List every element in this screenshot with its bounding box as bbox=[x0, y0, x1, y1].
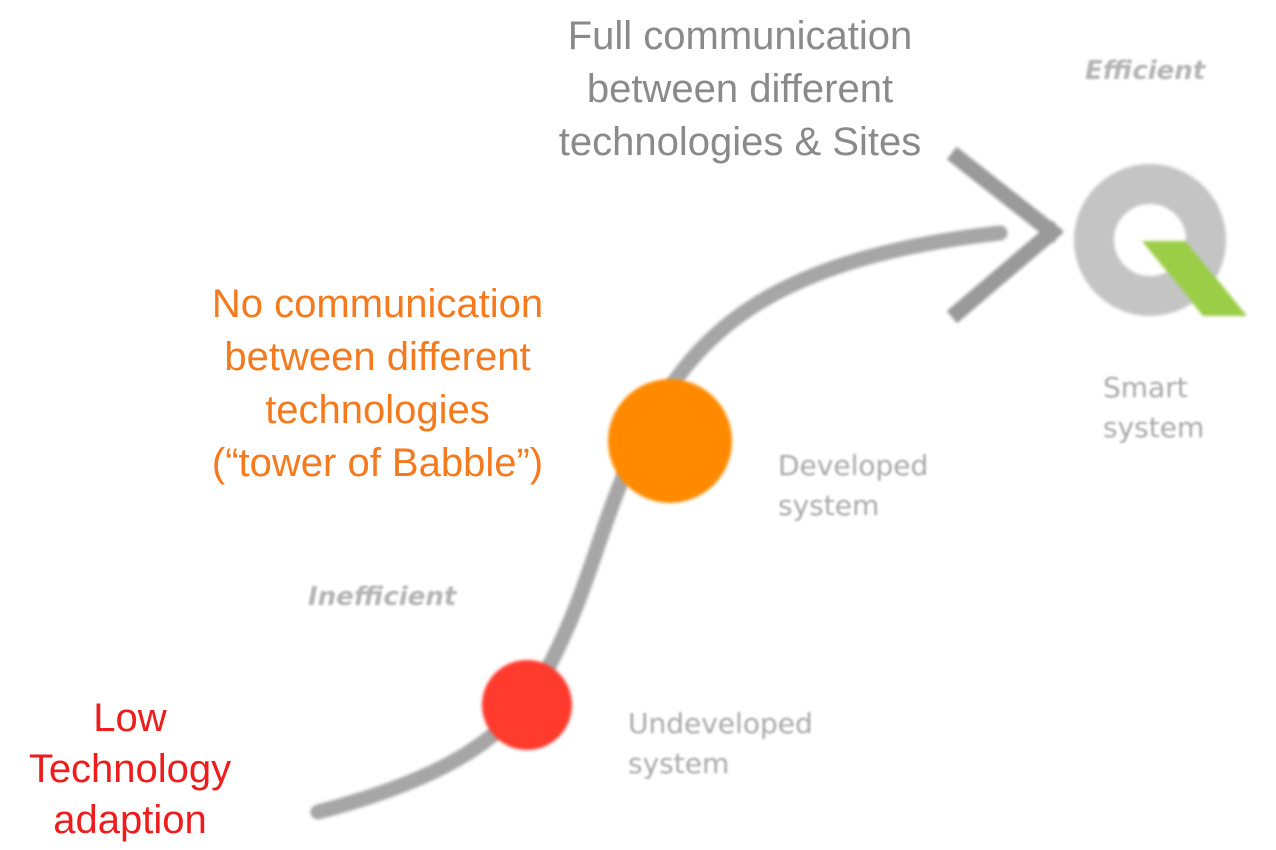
efficient-label: Efficient bbox=[1085, 56, 1206, 86]
full-communication-line-1: Full communication bbox=[567, 14, 913, 58]
no-communication-line-3: technologies bbox=[265, 388, 490, 432]
low-technology-line-1: Low bbox=[93, 696, 167, 740]
q-logo-tail bbox=[1142, 241, 1247, 316]
q-logo-icon bbox=[1074, 164, 1247, 316]
smart-system-line-2: system bbox=[1103, 411, 1205, 444]
low-technology-line-3: adaption bbox=[53, 798, 207, 842]
developed-system-label: Developed system bbox=[778, 446, 928, 526]
undeveloped-dot bbox=[482, 660, 572, 750]
inefficient-label: Inefficient bbox=[308, 582, 457, 612]
smart-system-label: Smart system bbox=[1103, 368, 1204, 448]
q-logo-ring bbox=[1074, 164, 1226, 316]
arrowhead-upper bbox=[946, 146, 1064, 244]
no-communication-line-1: No communication bbox=[211, 282, 544, 326]
full-communication-line-2: between different bbox=[586, 67, 894, 111]
growth-curve bbox=[310, 225, 1008, 820]
undeveloped-system-label: Undeveloped system bbox=[628, 704, 813, 784]
full-communication-annotation: Full communication between different tec… bbox=[505, 10, 975, 169]
no-communication-annotation: No communication between different techn… bbox=[170, 278, 585, 490]
full-communication-line-3: technologies & Sites bbox=[558, 120, 922, 164]
arrowhead-icon bbox=[946, 146, 1064, 324]
undeveloped-system-line-1: Undeveloped bbox=[628, 707, 813, 740]
arrowhead-lower bbox=[946, 220, 1064, 324]
developed-dot bbox=[608, 379, 732, 503]
no-communication-line-4: (“tower of Babble”) bbox=[211, 441, 544, 485]
low-technology-annotation: Low Technology adaption bbox=[5, 693, 255, 846]
undeveloped-system-line-2: system bbox=[628, 747, 730, 780]
low-technology-line-2: Technology bbox=[28, 747, 232, 791]
no-communication-line-2: between different bbox=[224, 335, 531, 379]
developed-system-line-1: Developed bbox=[778, 449, 929, 482]
smart-system-line-1: Smart bbox=[1103, 371, 1188, 404]
developed-system-line-2: system bbox=[778, 489, 880, 522]
